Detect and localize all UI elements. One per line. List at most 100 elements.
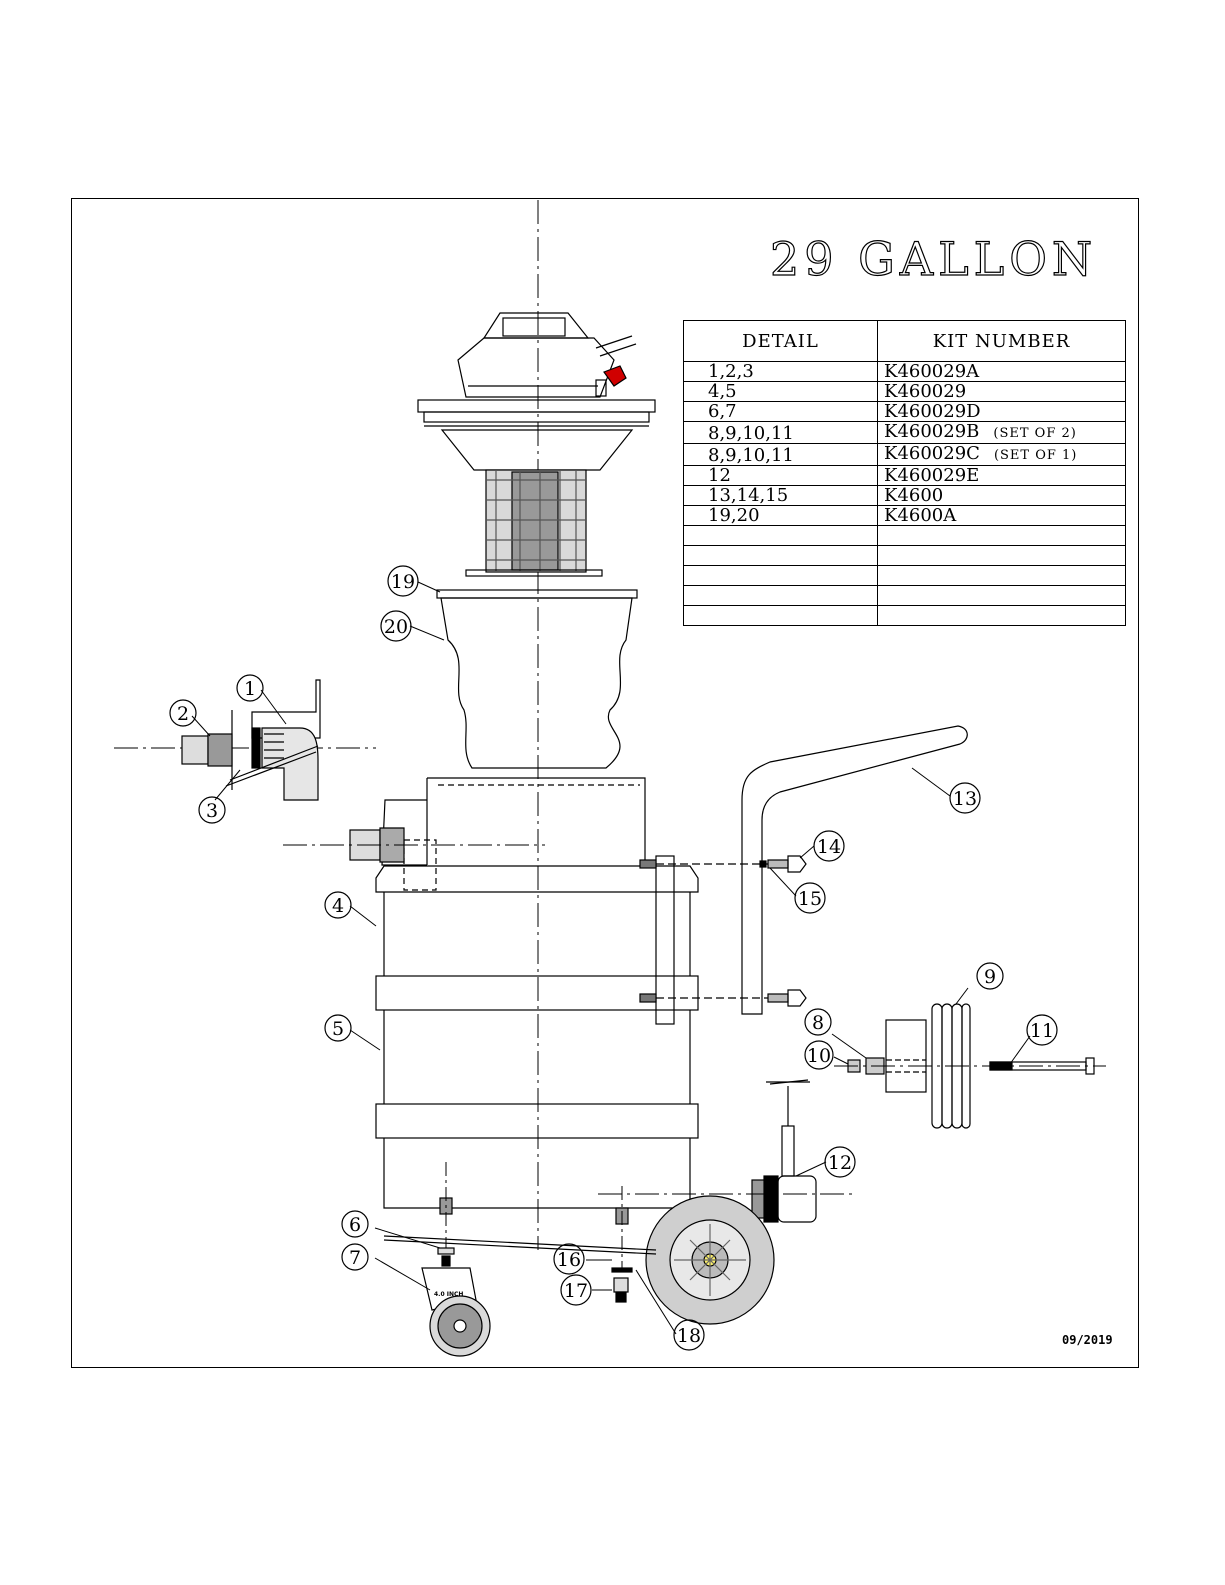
table-row: 8,9,10,11 K460029B (SET OF 2)	[684, 422, 1126, 444]
kit-number: K460029A	[884, 361, 979, 382]
callout-1: 1	[237, 675, 263, 701]
callout-6: 6	[342, 1211, 368, 1237]
header-detail: DETAIL	[684, 321, 878, 362]
leader-lines	[192, 582, 1030, 1334]
svg-text:8: 8	[812, 1012, 824, 1034]
latch-red	[604, 366, 626, 386]
svg-text:19: 19	[391, 571, 415, 593]
svg-text:11: 11	[1030, 1020, 1054, 1042]
wheel-assembly	[834, 1004, 1106, 1128]
table-row	[684, 546, 1126, 566]
kit-number-cell: K460029D	[878, 402, 1126, 422]
kit-number-cell	[878, 526, 1126, 546]
svg-text:17: 17	[564, 1280, 588, 1302]
rear-wheel	[646, 1196, 774, 1324]
callout-17: 17	[561, 1275, 591, 1305]
callout-20: 20	[381, 611, 411, 641]
callout-4: 4	[325, 892, 351, 918]
kit-number-cell	[878, 566, 1126, 586]
table-row	[684, 586, 1126, 606]
svg-text:5: 5	[332, 1018, 344, 1040]
kit-number: K460029E	[884, 465, 979, 486]
callout-13: 13	[950, 783, 980, 813]
detail-cell: 6,7	[684, 402, 878, 422]
detail-cell: 8,9,10,11	[684, 422, 878, 444]
svg-text:15: 15	[798, 888, 822, 910]
table-row: 4,5K460029	[684, 382, 1126, 402]
table-row: 12 K460029E	[684, 466, 1126, 486]
svg-text:20: 20	[384, 616, 408, 638]
detail-cell	[684, 526, 878, 546]
callout-14: 14	[814, 831, 844, 861]
kit-number: K4600A	[884, 505, 956, 526]
svg-text:10: 10	[807, 1045, 831, 1067]
detail-cell	[684, 566, 878, 586]
kit-number-cell: K460029B (SET OF 2)	[878, 422, 1126, 444]
callout-5: 5	[325, 1015, 351, 1041]
callout-7: 7	[342, 1244, 368, 1270]
detail-cell: 1,2,3	[684, 362, 878, 382]
svg-text:16: 16	[557, 1249, 581, 1271]
handle	[742, 726, 967, 1014]
callout-18: 18	[674, 1320, 704, 1350]
kit-number: K4600	[884, 485, 943, 506]
kit-number-cell: K460029A	[878, 362, 1126, 382]
callout-11: 11	[1027, 1015, 1057, 1045]
svg-text:12: 12	[828, 1152, 852, 1174]
callout-2: 2	[170, 700, 196, 726]
kit-number-cell: K4600A	[878, 506, 1126, 526]
header-kit-number: KIT NUMBER	[878, 321, 1126, 362]
caster-size-label: 4.0 INCH	[434, 1291, 463, 1298]
callout-9: 9	[977, 963, 1003, 989]
detail-cell: 8,9,10,11	[684, 444, 878, 466]
table-row	[684, 606, 1126, 626]
kit-number-cell	[878, 586, 1126, 606]
table-row: 6,7 K460029D	[684, 402, 1126, 422]
filter-cage	[466, 470, 602, 576]
table-row: 13,14,15 K4600	[684, 486, 1126, 506]
kit-number-cell	[878, 546, 1126, 566]
kit-note: (SET OF 1)	[994, 448, 1077, 463]
kit-number: K460029B	[884, 421, 979, 442]
svg-text:18: 18	[677, 1325, 701, 1347]
table-row	[684, 526, 1126, 546]
kit-number-cell: K460029C (SET OF 1)	[878, 444, 1126, 466]
svg-text:14: 14	[817, 836, 841, 858]
detail-cell	[684, 606, 878, 626]
svg-text:3: 3	[206, 800, 218, 822]
table-row: 19,20 K4600A	[684, 506, 1126, 526]
svg-text:1: 1	[244, 678, 256, 700]
filter-bag	[441, 598, 632, 768]
kit-number-cell: K460029	[878, 382, 1126, 402]
caster	[422, 1248, 490, 1356]
detail-cell: 13,14,15	[684, 486, 878, 506]
callout-16: 16	[554, 1244, 584, 1274]
kit-number-cell: K4600	[878, 486, 1126, 506]
detail-cell	[684, 546, 878, 566]
detail-cell: 19,20	[684, 506, 878, 526]
table-row: 1,2,3 K460029A	[684, 362, 1126, 382]
callout-3: 3	[199, 797, 225, 823]
page-title: 29 GALLON	[770, 232, 1097, 286]
kit-number-cell	[878, 606, 1126, 626]
vacuum-head	[418, 313, 655, 470]
bolt-14	[760, 856, 806, 1006]
callout-15: 15	[795, 883, 825, 913]
handle-bracket	[656, 856, 674, 1024]
callout-12: 12	[825, 1147, 855, 1177]
kit-note: (SET OF 2)	[993, 426, 1076, 441]
kit-number-cell: K460029E	[878, 466, 1126, 486]
detail-cell: 12	[684, 466, 878, 486]
table-row	[684, 566, 1126, 586]
revision-date: 09/2019	[1062, 1333, 1113, 1347]
callout-19: 19	[388, 566, 418, 596]
svg-text:4: 4	[332, 895, 344, 917]
kit-number: K460029C	[884, 443, 980, 464]
table-row: 8,9,10,11 K460029C (SET OF 1)	[684, 444, 1126, 466]
svg-text:9: 9	[984, 966, 996, 988]
callout-10: 10	[805, 1041, 833, 1069]
detail-cell: 4,5	[684, 382, 878, 402]
tank	[283, 778, 698, 1208]
kit-number: K460029D	[884, 401, 981, 422]
